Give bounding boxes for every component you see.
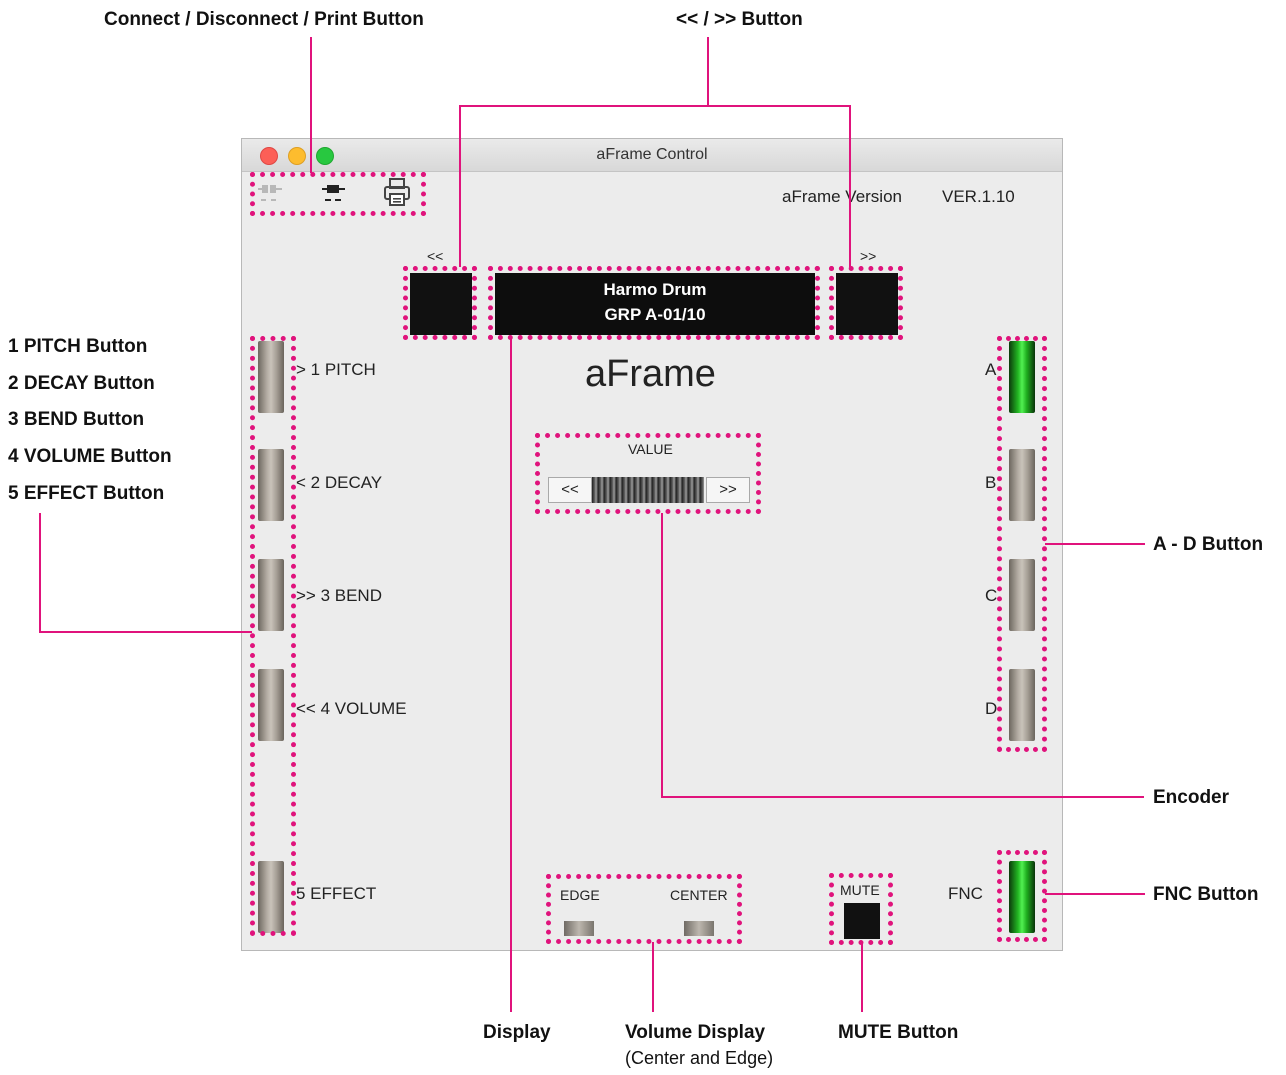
print-button[interactable] [382, 177, 412, 207]
volume-button[interactable] [258, 669, 284, 741]
value-label: VALUE [628, 441, 673, 457]
callout-mute: MUTE Button [838, 1022, 959, 1043]
version-label: aFrame Version [782, 187, 902, 206]
display-line-1: Harmo Drum [603, 280, 707, 299]
highlight-volume-display [546, 874, 742, 944]
b-label: B [985, 473, 997, 492]
mute-label: MUTE [840, 882, 880, 898]
encoder-decrement-button[interactable]: << [548, 477, 592, 503]
c-label: C [985, 586, 998, 605]
callout-pitch: 1 PITCH Button [8, 336, 148, 357]
edge-label: EDGE [560, 887, 600, 903]
title-bar: aFrame Control [242, 139, 1062, 172]
c-button[interactable] [1009, 559, 1035, 631]
leader-mute [861, 943, 863, 1012]
volume-label: << 4 VOLUME [296, 699, 407, 718]
bend-button[interactable] [258, 559, 284, 631]
callout-decay: 2 DECAY Button [8, 373, 155, 394]
highlight-next [829, 266, 903, 340]
callout-fnc: FNC Button [1153, 884, 1259, 905]
leader-prev-drop [459, 105, 461, 267]
window-title: aFrame Control [596, 146, 708, 163]
callout-volume-display-sub: (Center and Edge) [625, 1048, 774, 1068]
disconnect-icon [258, 185, 282, 201]
main-display: Harmo Drum GRP A-01/10 [495, 273, 815, 335]
disconnect-button[interactable] [256, 181, 290, 207]
edge-volume-indicator [564, 921, 594, 936]
highlight-a-d [997, 336, 1047, 752]
callout-volume-display: Volume Display [625, 1022, 766, 1043]
leader-prev-next-stem [707, 37, 709, 107]
leader-fnc [1045, 893, 1145, 895]
next-label: >> [860, 248, 877, 264]
leader-encoder-vert [661, 513, 663, 798]
a-button[interactable] [1009, 341, 1035, 413]
connect-button[interactable] [320, 181, 354, 207]
mute-button[interactable] [844, 903, 880, 939]
leader-display [510, 338, 512, 1012]
decay-label: < 2 DECAY [296, 473, 383, 492]
pitch-button[interactable] [258, 341, 284, 413]
prev-button[interactable] [410, 273, 472, 335]
printer-icon [384, 178, 410, 206]
leader-encoder-horz [661, 796, 1144, 798]
highlight-mute [829, 873, 893, 945]
fnc-label: FNC [948, 884, 983, 903]
close-window-button[interactable] [260, 147, 278, 165]
leader-left-vert [39, 513, 41, 633]
highlight-encoder [535, 433, 761, 514]
callout-display: Display [483, 1022, 551, 1043]
effect-button[interactable] [258, 861, 284, 933]
leader-next-drop [849, 105, 851, 267]
zoom-window-button[interactable] [316, 147, 334, 165]
version-value: VER.1.10 [942, 187, 1015, 206]
b-button[interactable] [1009, 449, 1035, 521]
d-button[interactable] [1009, 669, 1035, 741]
callout-a-d: A - D Button [1153, 534, 1264, 555]
highlight-display [488, 266, 820, 340]
callout-connect-print: Connect / Disconnect / Print Button [104, 9, 424, 30]
callout-bend: 3 BEND Button [8, 409, 145, 430]
connect-icon [322, 185, 345, 201]
callout-volume: 4 VOLUME Button [8, 446, 172, 467]
callout-encoder: Encoder [1153, 787, 1230, 808]
a-label: A [985, 360, 997, 379]
leader-connect-print [310, 37, 312, 173]
display-line-2: GRP A-01/10 [604, 305, 706, 324]
prev-label: << [427, 248, 444, 264]
app-window: aFrame Control aFrame V [241, 138, 1063, 951]
d-label: D [985, 699, 998, 718]
highlight-left-buttons [250, 336, 296, 936]
decay-button[interactable] [258, 449, 284, 521]
leader-left-horz [39, 631, 252, 633]
callout-effect: 5 EFFECT Button [8, 483, 165, 504]
leader-prev-next-bar [459, 105, 851, 107]
encoder-knob[interactable] [592, 477, 704, 503]
app-name-heading: aFrame [585, 353, 716, 395]
fnc-button[interactable] [1009, 861, 1035, 933]
pitch-label: > 1 PITCH [296, 360, 376, 379]
highlight-prev [403, 266, 477, 340]
leader-a-d [1045, 543, 1145, 545]
center-volume-indicator [684, 921, 714, 936]
highlight-connect-print [250, 172, 426, 216]
encoder-increment-button[interactable]: >> [706, 477, 750, 503]
effect-label: 5 EFFECT [296, 884, 377, 903]
next-button[interactable] [836, 273, 898, 335]
leader-volume-display [652, 942, 654, 1012]
bend-label: >> 3 BEND [296, 586, 382, 605]
center-label: CENTER [670, 887, 728, 903]
callout-prev-next: << / >> Button [676, 9, 803, 30]
highlight-fnc [997, 850, 1047, 942]
minimize-window-button[interactable] [288, 147, 306, 165]
